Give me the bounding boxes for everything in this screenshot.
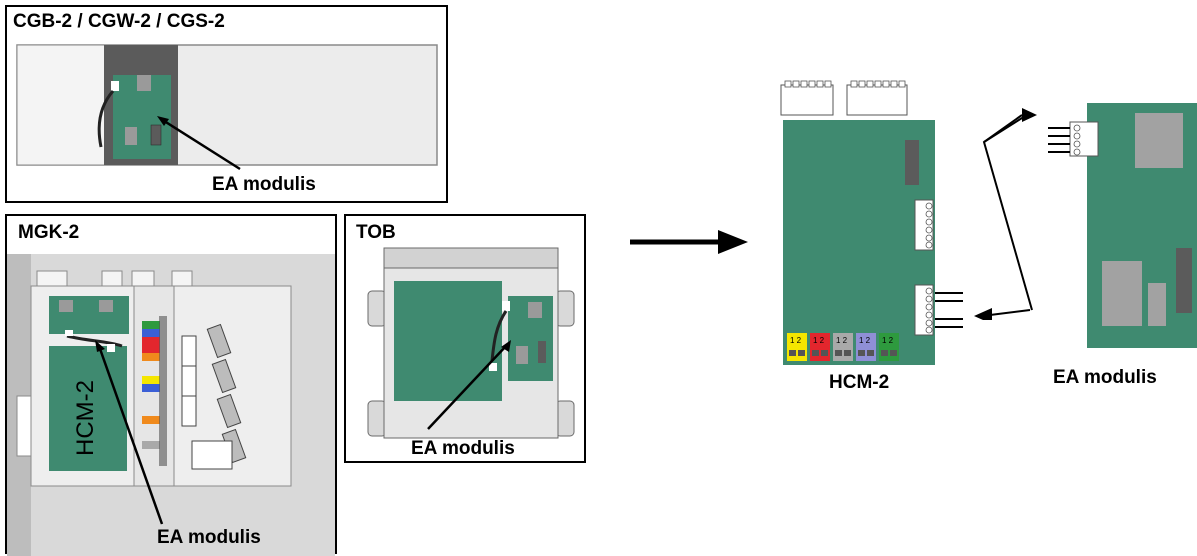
tob-unit-illustration xyxy=(367,247,575,439)
tob-module-label: EA modulis xyxy=(411,438,515,459)
terminal-pin xyxy=(835,350,842,356)
mgk-title: MGK-2 xyxy=(18,222,80,243)
terminal-pin xyxy=(858,350,865,356)
terminal-pin xyxy=(844,350,851,356)
ea-module-illustration xyxy=(1048,103,1197,348)
mgk-module-label: EA modulis xyxy=(157,527,261,548)
tob-title: TOB xyxy=(356,222,396,243)
hcm-terminal-block: 1 2 1 2 1 2 1 2 1 2 xyxy=(787,333,899,361)
cgb-title: CGB-2 / CGW-2 / CGS-2 xyxy=(13,11,225,32)
terminal-label: 1 2 xyxy=(836,336,848,345)
terminal-label: 1 2 xyxy=(859,336,871,345)
terminal-pin xyxy=(812,350,819,356)
mgk-panel: MGK-2 HCM-2 xyxy=(5,214,337,556)
hcm-board-illustration: 1 2 1 2 1 2 1 2 1 2 xyxy=(780,80,963,365)
terminal-pin xyxy=(798,350,805,356)
terminal-pin xyxy=(789,350,796,356)
terminal-label: 1 2 xyxy=(813,336,825,345)
cgb-panel: CGB-2 / CGW-2 / CGS-2 EA modulis xyxy=(5,5,448,203)
right-arrow-icon xyxy=(630,230,748,254)
connection-arrows xyxy=(974,108,1037,320)
terminal-pin xyxy=(881,350,888,356)
mgk-board-label: HCM-2 xyxy=(72,380,99,456)
terminal-pin xyxy=(867,350,874,356)
terminal-label: 1 2 xyxy=(790,336,802,345)
cgb-module-label: EA modulis xyxy=(212,174,316,195)
terminal-pin xyxy=(890,350,897,356)
terminal-pin xyxy=(821,350,828,356)
cgb-unit-illustration xyxy=(16,44,438,171)
ea-module-label: EA modulis xyxy=(1053,367,1157,388)
hcm-label: HCM-2 xyxy=(829,372,890,393)
tob-panel: TOB EA modulis xyxy=(344,214,586,463)
mgk-unit-illustration: HCM-2 xyxy=(7,254,335,556)
terminal-label: 1 2 xyxy=(882,336,894,345)
